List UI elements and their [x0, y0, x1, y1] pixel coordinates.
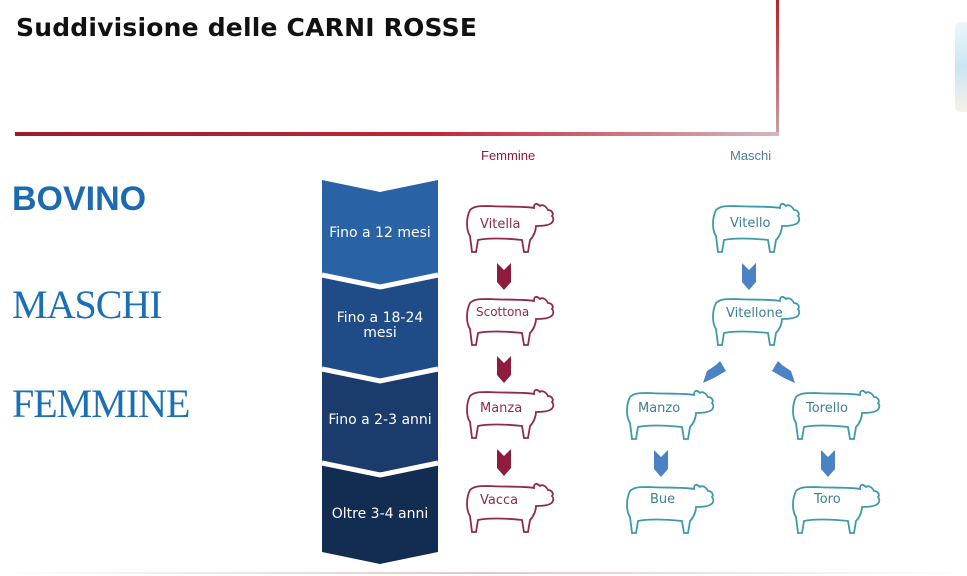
cow-icon-torello: Torello	[792, 389, 881, 440]
title-divider-vertical	[776, 0, 779, 135]
stage-label-4: Oltre 3-4 anni	[331, 506, 429, 522]
cow-icon-bue: Bue	[626, 483, 715, 534]
stage-label-2: Fino a 18-24 mesi	[336, 310, 424, 341]
cow-label-manzo: Manzo	[638, 401, 680, 416]
cow-icon-vitella: Vitella	[466, 202, 555, 253]
cow-icon-manza: Manza	[466, 388, 555, 439]
cow-icon-manzo: Manzo	[626, 389, 715, 440]
stage-chevron-2	[322, 275, 438, 381]
cow-icon-vitello: Vitello	[712, 202, 801, 253]
bottom-divider	[0, 572, 967, 574]
arrow-down-left-icon	[703, 361, 726, 383]
stage-label-1: Fino a 12 mesi	[329, 225, 431, 241]
arrow-down-icon	[497, 449, 511, 476]
cow-label-vitellone: Vitellone	[726, 306, 783, 321]
cow-label-toro: Toro	[813, 492, 841, 507]
arrow-down-icon	[742, 263, 756, 290]
arrow-down-icon	[821, 450, 835, 477]
stage-separator	[321, 366, 439, 384]
stage-chevron-4	[322, 463, 438, 564]
cow-label-bue: Bue	[650, 492, 675, 507]
cow-label-vitello: Vitello	[730, 216, 771, 231]
corner-decoration	[955, 22, 967, 112]
label-femmine: FEMMINE	[12, 381, 190, 426]
cow-icon-vitellone: Vitellone	[712, 295, 801, 346]
arrow-down-icon	[654, 450, 668, 477]
column-header-maschi: Maschi	[730, 148, 772, 163]
title: Suddivisione delle CARNI ROSSE	[16, 13, 478, 42]
cow-label-vacca: Vacca	[480, 493, 518, 508]
label-maschi: MASCHI	[12, 282, 163, 327]
cow-label-torello: Torello	[805, 401, 848, 416]
cow-icon-vacca: Vacca	[466, 482, 555, 533]
title-divider-horizontal	[15, 132, 779, 136]
cow-label-scottona: Scottona	[476, 305, 529, 319]
cow-label-vitella: Vitella	[480, 217, 521, 232]
label-bovino: BOVINO	[12, 180, 147, 218]
stage-label-3: Fino a 2-3 anni	[328, 412, 432, 428]
stage-separator	[321, 272, 439, 290]
column-header-femmine: Femmine	[481, 148, 536, 163]
cow-icon-scottona: Scottona	[466, 295, 555, 346]
arrow-down-right-icon	[772, 361, 795, 383]
cow-label-manza: Manza	[480, 401, 522, 416]
stage-chevron-3	[322, 369, 438, 475]
arrow-down-icon	[497, 263, 511, 290]
stage-chevron-1	[322, 180, 438, 287]
stage-separator	[321, 460, 439, 478]
cow-icon-toro: Toro	[792, 483, 881, 534]
arrow-down-icon	[497, 356, 511, 383]
